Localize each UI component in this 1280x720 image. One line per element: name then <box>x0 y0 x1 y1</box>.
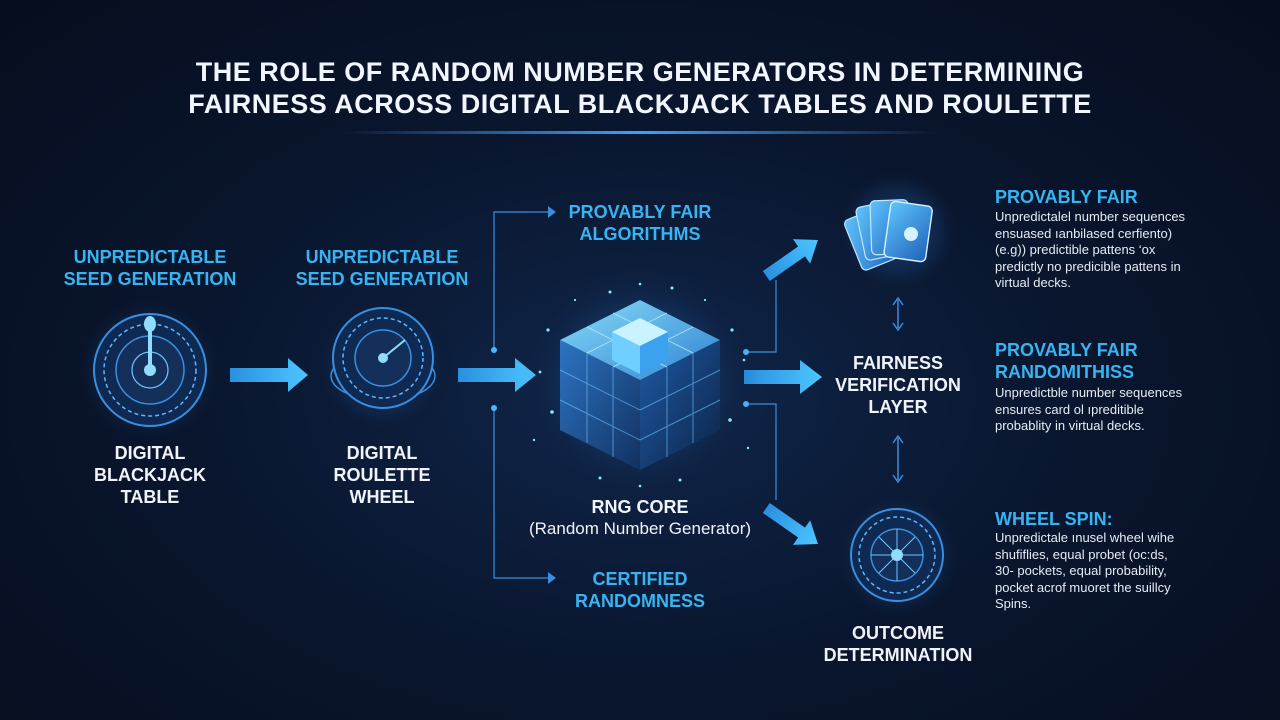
title-underline <box>340 131 940 134</box>
rng-core-subtitle: (Random Number Generator) <box>528 519 752 538</box>
info-block-1-text: Unpredictalel number sequences ensuased … <box>995 209 1186 290</box>
roulette-wheel-label: DIGITAL ROULETTE WHEEL <box>333 443 431 507</box>
blackjack-table-icon <box>78 298 222 442</box>
double-arrow-icon <box>892 296 904 484</box>
rng-core-label: RNG CORE <box>591 497 689 517</box>
cube-icon <box>520 260 760 500</box>
info-block-1-heading: PROVABLY FAIR <box>995 187 1138 207</box>
roulette-seed-label: UNPREDICTABLE SEED GENERATION <box>295 247 469 289</box>
info-block-3-heading: WHEEL SPIN: <box>995 509 1113 529</box>
info-block-2-text: Unpredictble number sequences ensures ca… <box>995 385 1183 433</box>
certified-randomness-label: CERTIFIED RANDOMNESS <box>574 569 705 611</box>
roulette-wheel-icon <box>313 295 453 435</box>
arrow-icon <box>230 239 822 545</box>
page-title: THE ROLE OF RANDOM NUMBER GENERATORS IN … <box>0 56 1280 120</box>
cards-icon <box>835 170 959 294</box>
outcome-determination-label: OUTCOME DETERMINATION <box>823 623 973 665</box>
info-block-3-text: Unpredictale ınusel wheel wihe shufiflie… <box>995 530 1175 611</box>
provably-fair-algorithms-label: PROVABLY FAIR ALGORITHMS <box>568 202 712 244</box>
fairness-verification-label: FAIRNESS VERIFICATION LAYER <box>835 353 961 417</box>
left-seed-label: UNPREDICTABLE SEED GENERATION <box>63 247 237 289</box>
blackjack-table-label: DIGITAL BLACKJACK TABLE <box>94 443 206 507</box>
title-line-2: FAIRNESS ACROSS DIGITAL BLACKJACK TABLES… <box>188 89 1092 119</box>
outcome-wheel-icon <box>833 491 961 619</box>
title-line-1: THE ROLE OF RANDOM NUMBER GENERATORS IN … <box>195 57 1085 87</box>
info-block-2-heading: PROVABLY FAIR RANDOMITHISS <box>995 340 1138 382</box>
